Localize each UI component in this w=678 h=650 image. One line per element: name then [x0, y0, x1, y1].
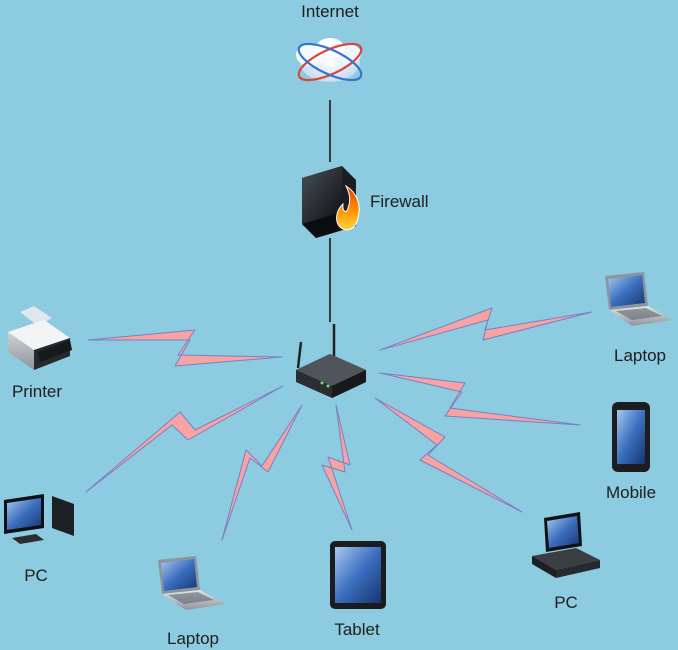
wireless-link-laptop-right — [379, 307, 593, 351]
printer-icon — [8, 306, 72, 370]
laptop-icon-right — [605, 272, 672, 326]
printer-label: Printer — [11, 382, 63, 401]
laptop-right-label: Laptop — [614, 346, 666, 365]
wireless-link-tablet — [321, 404, 353, 531]
mobile-phone-icon — [612, 402, 650, 472]
firewall-icon — [302, 166, 360, 238]
laptop-bottom-label: Laptop — [167, 629, 219, 648]
firewall-label: Firewall — [370, 192, 429, 211]
tablet-icon — [330, 541, 386, 609]
wireless-link-pc-right — [374, 397, 523, 513]
tablet-label: Tablet — [334, 620, 380, 639]
wireless-link-laptop-bottom — [221, 404, 303, 541]
wireless-router-icon — [296, 324, 366, 398]
desktop-pc-icon-right — [532, 512, 600, 578]
mobile-label: Mobile — [605, 483, 657, 502]
laptop-icon-bottom — [158, 556, 226, 610]
desktop-pc-icon-left — [4, 494, 74, 544]
internet-cloud-icon — [296, 38, 363, 82]
wireless-link-printer — [87, 329, 283, 367]
pc-left-label: PC — [24, 566, 48, 585]
wireless-link-mobile — [379, 372, 581, 426]
internet-label: Internet — [301, 2, 359, 21]
pc-right-label: PC — [554, 593, 578, 612]
wireless-link-pc-left — [85, 385, 284, 493]
